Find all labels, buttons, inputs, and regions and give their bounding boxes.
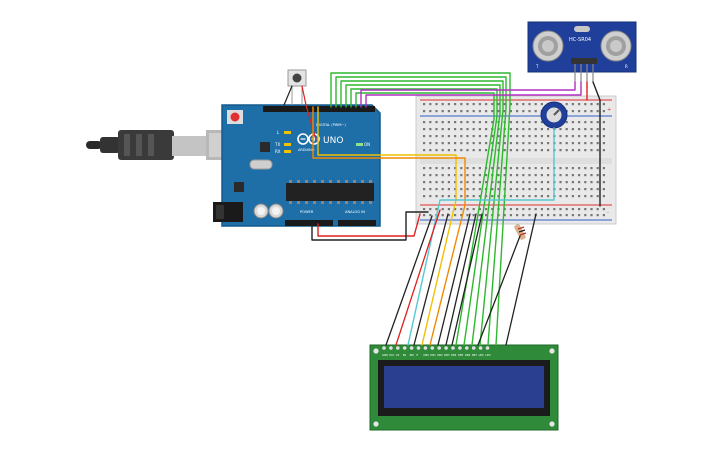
lcd-pin[interactable] bbox=[396, 346, 400, 350]
lcd-pin[interactable] bbox=[416, 346, 421, 350]
wire-black[interactable] bbox=[283, 85, 293, 106]
wire-green[interactable] bbox=[355, 92, 495, 346]
lcd-pin[interactable] bbox=[451, 346, 455, 350]
analog-label: ANALOG IN bbox=[345, 210, 365, 214]
board-maker: ARDUINO bbox=[298, 148, 315, 152]
wire-green[interactable] bbox=[340, 80, 504, 346]
wire-purple[interactable] bbox=[365, 81, 582, 108]
led-label-rx: RX bbox=[275, 149, 281, 154]
lcd-pin-label: LED bbox=[479, 353, 484, 357]
sensor-model: HC-SR04 bbox=[569, 37, 591, 43]
lcd-pin[interactable] bbox=[485, 346, 490, 350]
analog-header bbox=[338, 220, 376, 226]
wire-purple[interactable] bbox=[360, 81, 576, 108]
lcd-pin-label: RS bbox=[403, 353, 407, 357]
board-brand: UNO bbox=[323, 136, 343, 146]
lcd-pin[interactable] bbox=[478, 346, 483, 350]
lcd-pin-label: DB0 bbox=[423, 353, 429, 357]
lcd-pin[interactable] bbox=[389, 346, 393, 350]
lcd-pin[interactable] bbox=[444, 346, 448, 350]
wire-red[interactable] bbox=[317, 213, 421, 237]
usb-cable-icon[interactable] bbox=[86, 130, 240, 160]
lcd-pin-label: DB7 bbox=[472, 353, 478, 357]
lcd-pin[interactable] bbox=[423, 346, 428, 350]
lcd-pin-label: V0 bbox=[396, 353, 400, 357]
led-label-l: L bbox=[277, 130, 280, 135]
lcd-pin[interactable] bbox=[465, 346, 469, 350]
digital-header bbox=[263, 106, 375, 112]
rail-minus-label: - bbox=[607, 210, 609, 216]
lcd-pin-label: DB2 bbox=[437, 353, 443, 357]
breadboard[interactable]: + - bbox=[415, 95, 617, 225]
power-header bbox=[285, 220, 333, 226]
wire-green[interactable] bbox=[350, 88, 498, 346]
lcd-pin-label: RW bbox=[410, 353, 415, 357]
sensor-side-left: T bbox=[535, 64, 539, 69]
microcontroller-chip bbox=[286, 183, 374, 201]
lcd-pin[interactable] bbox=[430, 346, 435, 350]
wire-red[interactable] bbox=[395, 209, 441, 346]
wire-yellow[interactable] bbox=[317, 106, 457, 346]
lcd-pin-label: DB4 bbox=[451, 353, 457, 357]
wire-green[interactable] bbox=[345, 84, 501, 346]
lcd-pin[interactable] bbox=[409, 346, 414, 350]
wire-black[interactable] bbox=[592, 81, 601, 207]
ultrasonic-sensor[interactable]: HC-SR04 T R bbox=[527, 21, 637, 82]
lcd-pin[interactable] bbox=[437, 346, 442, 350]
lcd-pin-label: DB6 bbox=[465, 353, 471, 357]
pushbutton-icon[interactable] bbox=[287, 69, 307, 105]
wire-orange[interactable] bbox=[312, 106, 466, 346]
wire-black[interactable] bbox=[445, 213, 477, 346]
wire-green[interactable] bbox=[330, 72, 511, 346]
wire-black[interactable] bbox=[413, 213, 449, 346]
wire-black[interactable] bbox=[437, 213, 471, 346]
led-label-tx: TX bbox=[274, 142, 280, 147]
on-label: ON bbox=[364, 142, 370, 147]
wire-black[interactable] bbox=[477, 235, 521, 346]
wire-black[interactable] bbox=[311, 211, 429, 241]
wires bbox=[283, 72, 601, 346]
lcd-pin-label: DB5 bbox=[458, 353, 464, 357]
wire-green[interactable] bbox=[335, 76, 507, 346]
power-label: POWER bbox=[300, 210, 314, 214]
wire-black[interactable] bbox=[385, 215, 433, 346]
lcd-pin-label: GND bbox=[382, 353, 388, 357]
wire-black[interactable] bbox=[451, 213, 483, 346]
lcd-pin-label: DB3 bbox=[444, 353, 450, 357]
lcd-pin-label: LED bbox=[486, 353, 491, 357]
lcd-pin[interactable] bbox=[458, 346, 462, 350]
lcd-pin[interactable] bbox=[402, 346, 407, 350]
resistor-icon bbox=[514, 223, 527, 240]
potentiometer-icon[interactable] bbox=[540, 101, 568, 129]
lcd-pin[interactable] bbox=[382, 346, 386, 350]
lcd-pin-label: VCC bbox=[389, 353, 395, 357]
wire-cyan[interactable] bbox=[407, 127, 555, 346]
lcd-pin[interactable] bbox=[471, 346, 476, 350]
lcd-pin-label: E bbox=[417, 353, 419, 357]
wire-black[interactable] bbox=[505, 213, 537, 346]
lcd-pin-label: DB1 bbox=[430, 353, 436, 357]
rail-plus-label: + bbox=[607, 107, 611, 113]
sensor-side-right: R bbox=[625, 64, 628, 69]
lcd-screen bbox=[384, 366, 544, 408]
arduino-uno-board[interactable]: L TX RX ON UNO ARDUINO DIGITAL (PWM~) PO… bbox=[213, 104, 381, 227]
digital-label: DIGITAL (PWM~) bbox=[316, 123, 346, 127]
